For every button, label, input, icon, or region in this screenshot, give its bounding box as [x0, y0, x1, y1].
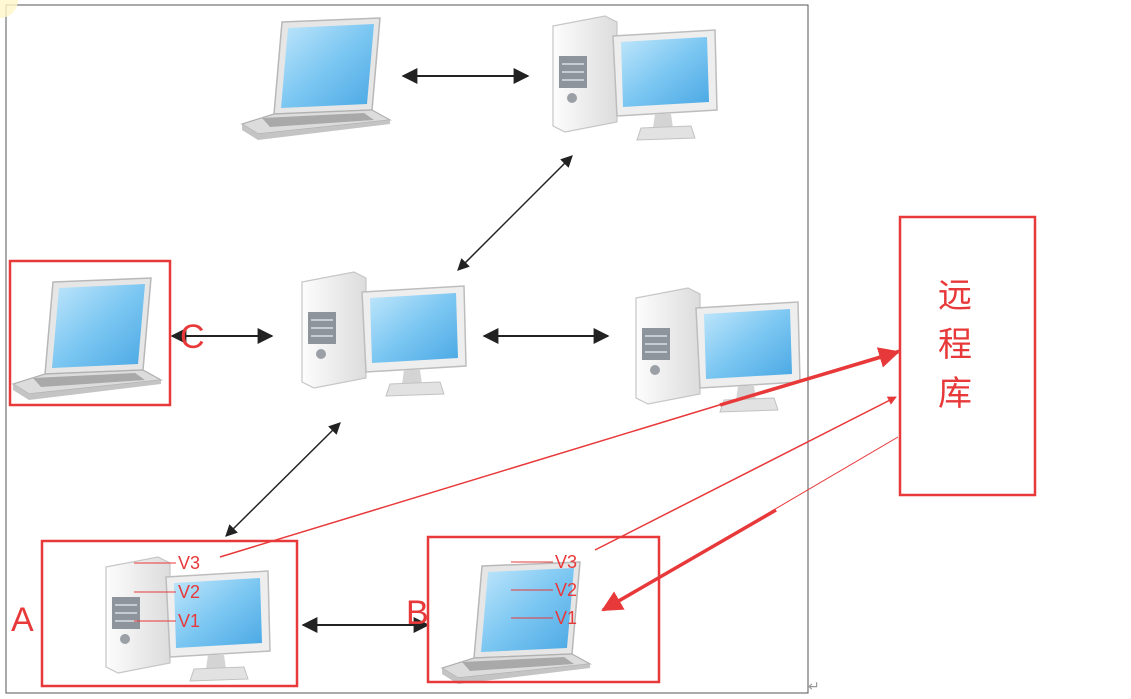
remote-repo-char-2: 程: [938, 325, 972, 365]
version-b-v2: V2: [555, 580, 577, 600]
label-c: C: [180, 318, 205, 356]
arrow-b-push: [594, 396, 897, 551]
label-a: A: [11, 601, 34, 639]
corner-glow: [0, 0, 18, 18]
version-a-v1: V1: [178, 611, 200, 631]
page-frame: [5, 4, 809, 694]
laptop-top: [241, 17, 391, 141]
arrow-b-pull: [601, 508, 777, 612]
version-a-v3: V3: [178, 553, 200, 573]
frame-a: [40, 539, 299, 688]
frame-b: [426, 535, 661, 684]
arrow-a-push: [719, 347, 901, 407]
version-b-v3: V3: [555, 552, 577, 572]
frame-c: [8, 259, 172, 407]
label-b: B: [406, 594, 429, 632]
version-b-v1: V1: [555, 608, 577, 628]
arrow-center-top: [457, 155, 573, 271]
desktop-right: [635, 287, 801, 413]
remote-repo-char-3: 库: [938, 374, 972, 414]
arrow-center-a: [225, 422, 341, 537]
desktop-top: [552, 15, 718, 141]
laptop-c: [12, 277, 162, 401]
version-a-v2: V2: [178, 582, 200, 602]
remote-repo-char-1: 远: [938, 276, 972, 316]
return-mark: ↵: [808, 679, 820, 695]
desktop-center: [301, 271, 467, 397]
